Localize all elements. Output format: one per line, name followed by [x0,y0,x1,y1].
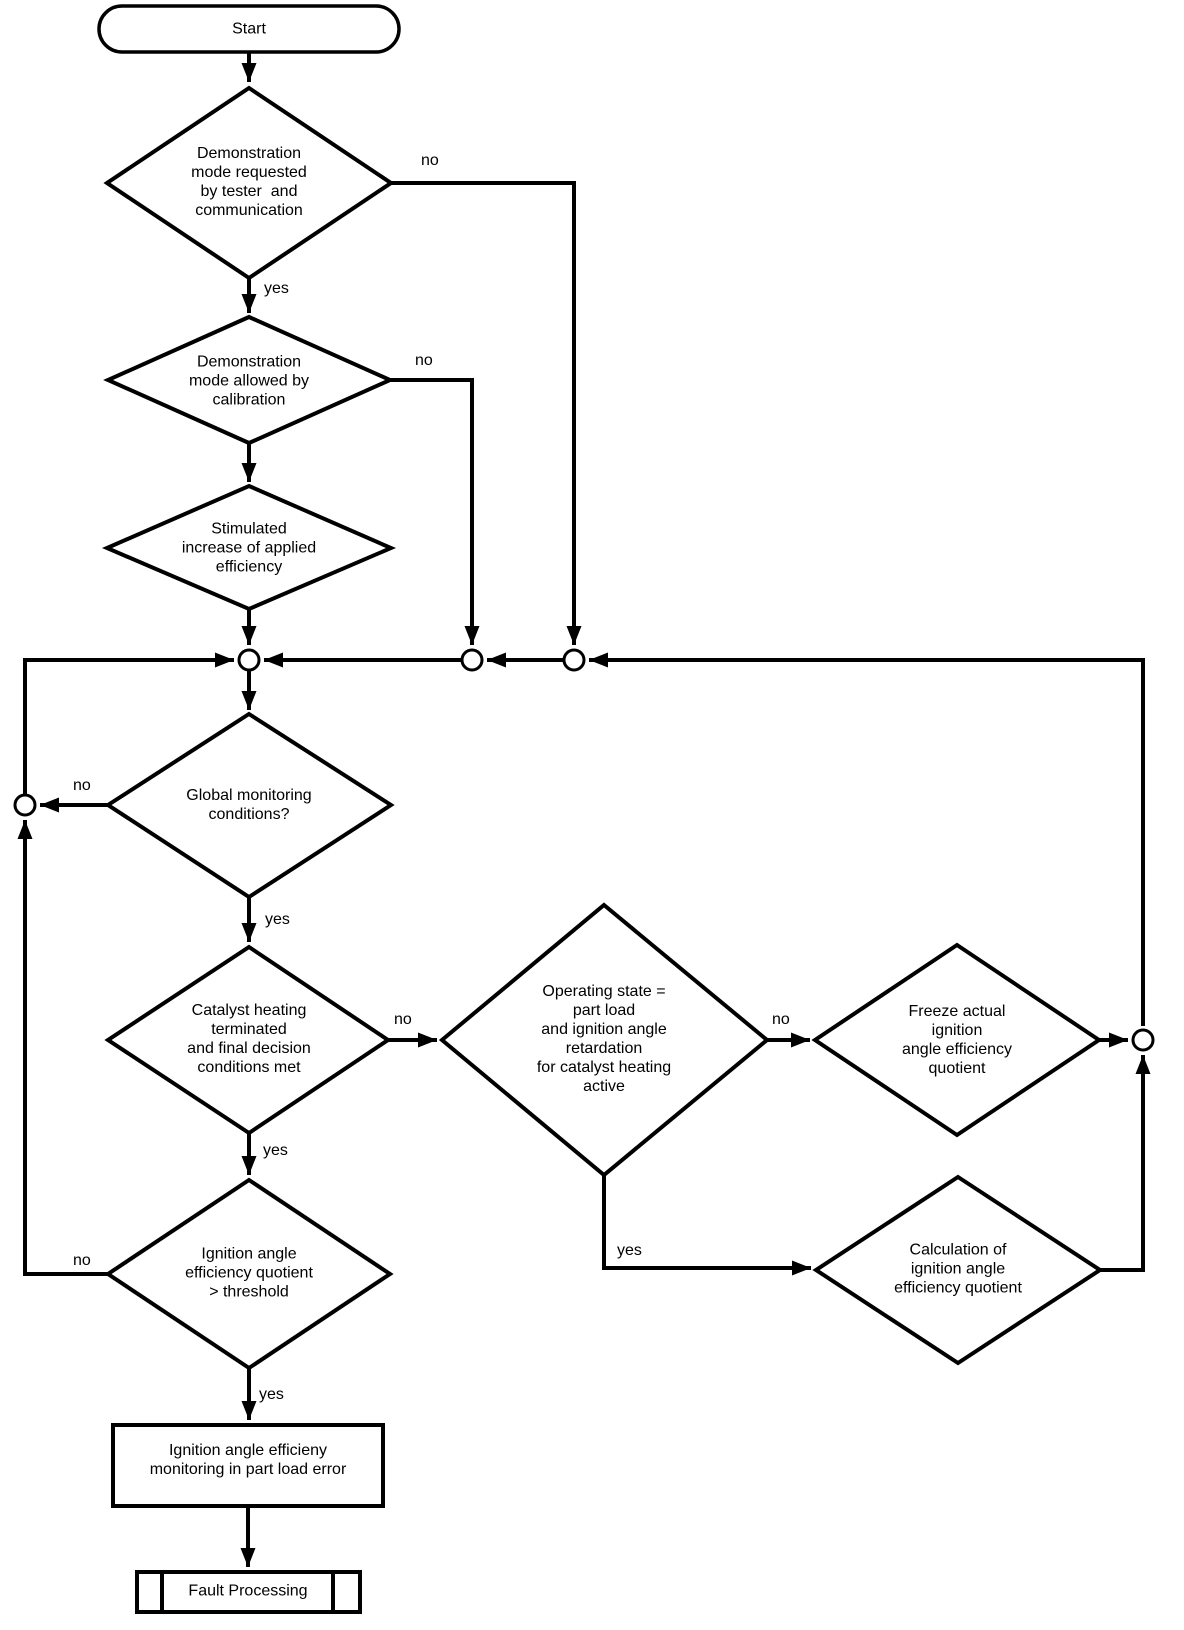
edge-label-threshold-no: no [73,1252,91,1269]
edge-label-threshold-yes: yes [259,1386,284,1403]
junction-circle-right-loop [1131,1028,1155,1052]
edge-demo-allowed-no [390,378,480,645]
node-demo-requested-label: Demonstration mode requested by tester a… [191,145,307,219]
edge-right-loop-to-junction3 [589,652,1145,1026]
edge-label-demo-requested-no: no [421,152,439,169]
edge-label-catalyst-heating-yes: yes [263,1142,288,1159]
node-fault-processing-label: Fault Processing [188,1582,308,1600]
edge-label-global-conditions-no: no [73,777,91,794]
junction-circle-left-loop [13,793,37,817]
node-threshold-label: Ignition angle efficiency quotient > thr… [185,1245,313,1301]
decision-threshold-shape [104,1177,394,1371]
decision-global-conditions-shape [104,711,395,900]
junction-circle-right [562,648,586,672]
node-start-label: Start [232,20,266,38]
edge-left-loop-to-junction1 [23,652,234,795]
node-catalyst-heating-label: Catalyst heating terminated and final de… [187,1002,311,1076]
decision-freeze-quotient-shape [811,942,1103,1138]
node-error-state-label: Ignition angle efficieny monitoring in p… [149,1442,347,1478]
edge-label-demo-allowed-no: no [415,352,433,369]
edge-label-demo-requested-yes: yes [264,280,289,297]
edge-threshold-no [17,820,108,1276]
edge-calc-to-right-loop [1100,1055,1151,1272]
edge-label-operating-state-yes: yes [617,1242,642,1259]
edge-operating-yes [602,1175,811,1276]
node-global-conditions-label: Global monitoring conditions? [186,787,312,823]
node-demo-allowed-label: Demonstration mode allowed by calibratio… [188,353,310,409]
edge-label-catalyst-heating-no: no [394,1011,412,1028]
node-operating-state-label: Operating state = part load and ignition… [536,983,672,1095]
node-calc-quotient-label: Calculation of ignition angle efficiency… [894,1241,1022,1297]
process-error-state-shape [111,1423,385,1508]
decision-catalyst-heating-shape [104,944,392,1136]
edge-demo-requested-no [391,181,582,645]
decision-calc-quotient-shape [812,1174,1104,1366]
decision-demo-allowed-shape [103,314,395,446]
predefined-fault-processing-shape [135,1570,362,1614]
edge-label-operating-state-no: no [772,1011,790,1028]
decision-stimulated-shape [101,483,397,612]
start-terminator-shape [97,4,401,54]
node-freeze-quotient-label: Freeze actual ignition angle efficiency … [902,1003,1012,1077]
decision-operating-state-shape [438,902,771,1178]
node-stimulated-label: Stimulated increase of applied efficienc… [181,520,317,576]
decision-demo-requested-shape [103,85,395,281]
junction-circle-main [237,648,261,672]
junction-circle-mid [460,648,484,672]
edge-label-global-conditions-yes: yes [265,911,290,928]
